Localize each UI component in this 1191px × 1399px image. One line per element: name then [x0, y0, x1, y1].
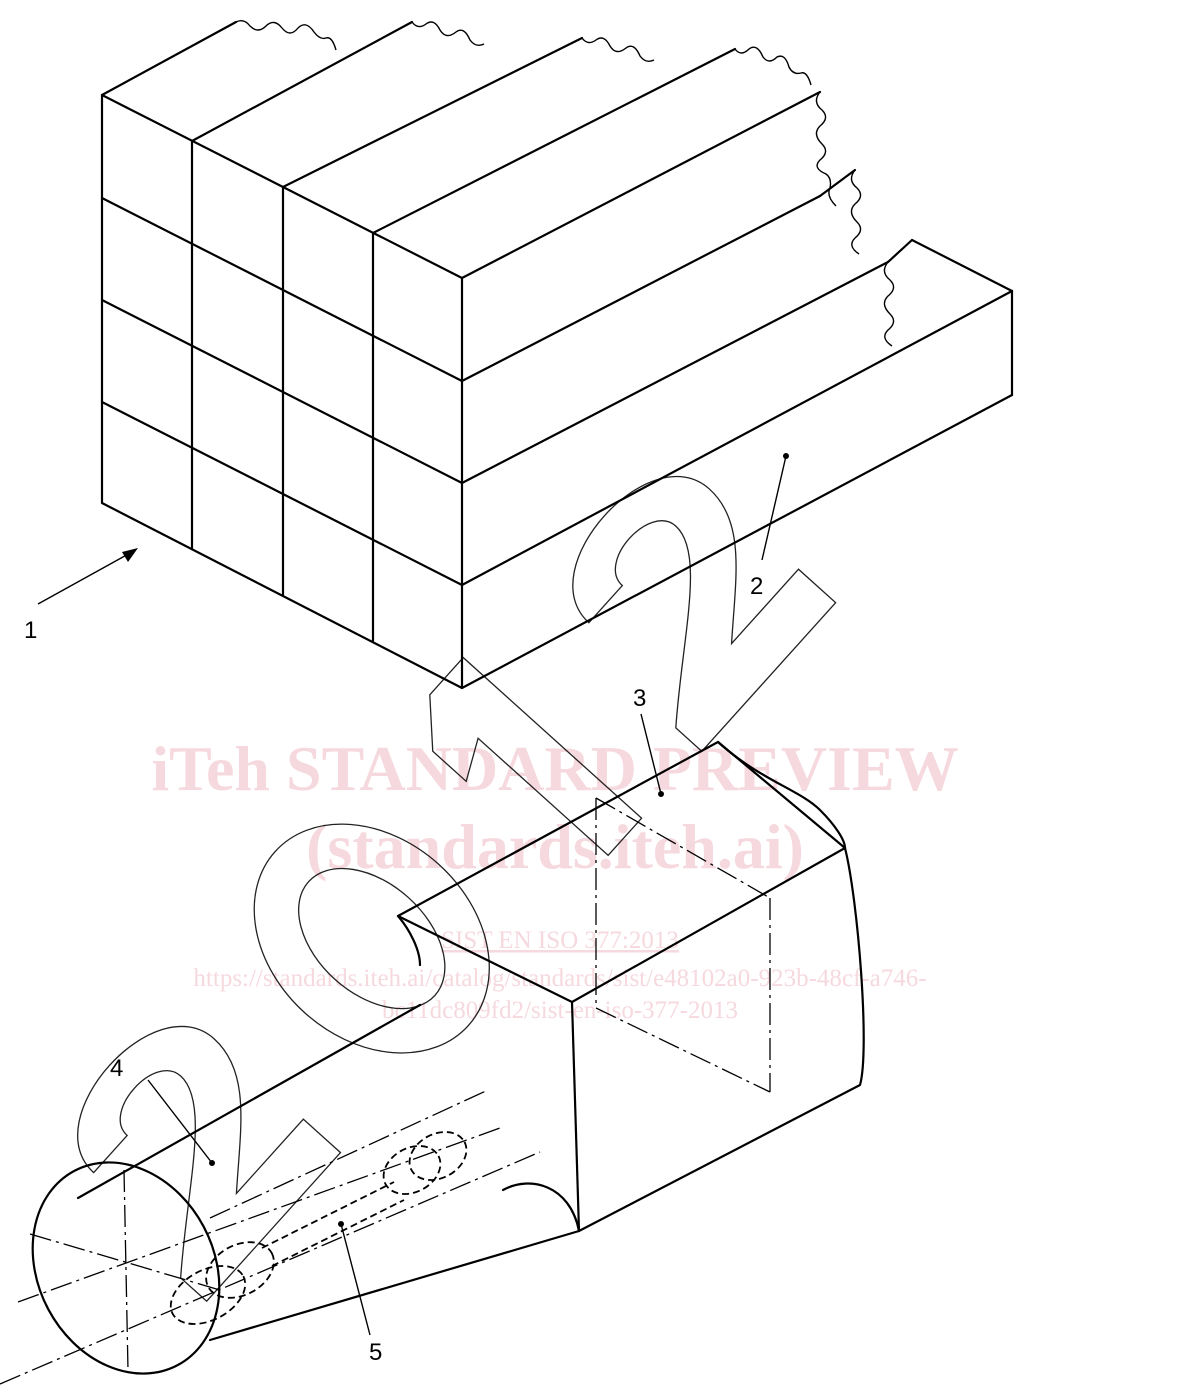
- watermark-title: iTeh STANDARD PREVIEW: [151, 733, 958, 804]
- watermark-digit-2a: [77, 1025, 342, 1303]
- stacked-bars-drawing: [37, 19, 1014, 690]
- watermark-text: iTeh STANDARD PREVIEW (standards.iteh.ai…: [151, 733, 958, 1024]
- callout-5: 5: [369, 1339, 382, 1366]
- callout-3: 3: [633, 685, 646, 712]
- callout-labels: 1 2 3 4 5: [24, 573, 763, 1366]
- watermark-url-line1: https://standards.iteh.ai/catalog/standa…: [193, 965, 926, 992]
- watermark-url-line2: bc11dc809fd2/sist-en-iso-377-2013: [382, 997, 738, 1024]
- watermark-subtitle: (standards.iteh.ai): [306, 811, 804, 882]
- callout-1: 1: [24, 617, 37, 644]
- shaft-drawing: [0, 713, 865, 1385]
- watermark-standard-link[interactable]: SIST EN ISO 377:2013: [441, 927, 679, 954]
- callout-2: 2: [750, 573, 763, 600]
- outline-watermark: [77, 475, 837, 1303]
- callout-4: 4: [110, 1055, 123, 1082]
- watermark-digit-2b: [572, 475, 837, 753]
- watermark-digit-1: [429, 656, 643, 857]
